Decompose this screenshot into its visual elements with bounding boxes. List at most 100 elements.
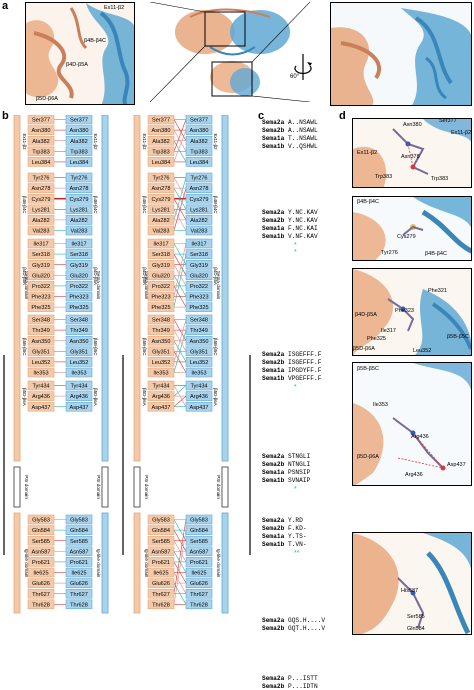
rotation-arrow-icon <box>294 54 312 80</box>
panel-d-box-4: β5B-β5C Ile353 Arg436 β5D-β6A Asp437 Arg… <box>352 362 472 486</box>
residue-box-a-1-5-6 <box>147 578 175 588</box>
d2-b4b-b4c-left: β4B-β4C <box>357 199 379 205</box>
region-label-b-1-0: Ex11-β2 <box>213 133 218 150</box>
residue-box-b-1-2-3 <box>185 270 213 281</box>
residue-label-b-1-0-3: Trp383 <box>190 149 208 155</box>
alignment-row: Sema2b ISGEFFF.F <box>262 359 321 366</box>
alignment-row: Sema2b Y.NC.KAV <box>262 217 318 224</box>
alignment-row: Sema2a Y.RD <box>262 517 303 524</box>
residue-label-a-1-2-6: Phe325 <box>151 305 170 311</box>
residue-box-a-0-0-0 <box>27 114 55 125</box>
residue-box-b-1-4-0 <box>185 380 213 391</box>
residue-box-a-1-4-1 <box>147 391 175 401</box>
residue-box-b-1-1-2 <box>185 193 213 204</box>
residue-box-a-1-2-1 <box>147 249 175 259</box>
residue-label-b-0-5-6: Glu626 <box>70 581 88 587</box>
residue-box-a-1-3-4 <box>147 357 175 367</box>
residue-label-b-1-2-1: Ser318 <box>190 252 208 258</box>
residue-label-a-1-2-2: Gly319 <box>152 263 170 269</box>
alignment-row: Sema2b GQT.H....V <box>262 625 325 632</box>
alignment-row: Sema2a P...ISTT <box>262 675 318 682</box>
residue-label-b-1-5-3: Asn587 <box>190 549 209 555</box>
region-label-a-1-0: Ex11-β2 <box>142 133 147 150</box>
alignment-row: Sema1a PSNSIP <box>262 469 311 476</box>
residue-box-b-1-1-5 <box>185 225 213 236</box>
residue-box-b-1-5-1 <box>185 525 213 535</box>
residue-box-a-1-1-2 <box>147 193 175 204</box>
protein-ribbon-left <box>26 3 134 104</box>
residue-box-b-1-3-4 <box>185 357 213 367</box>
residue-label-b-0-3-5: Ile353 <box>71 371 86 377</box>
residue-label-b-1-1-5: Val283 <box>190 229 207 235</box>
residue-box-b-1-2-5 <box>185 291 213 302</box>
residue-box-a-1-3-2 <box>147 335 175 346</box>
residue-box-b-0-0-4 <box>65 157 93 167</box>
sequence-name: Sema2a <box>262 453 285 460</box>
residue-label-a-0-5-5: Ile625 <box>33 571 48 577</box>
residue-label-b-1-5-5: Ile625 <box>191 571 206 577</box>
d4-arg436-b: Arg436 <box>405 472 423 478</box>
residue-label-a-0-5-1: Gln584 <box>32 528 50 534</box>
residue-box-a-1-1-3 <box>147 204 175 215</box>
residue-box-a-0-5-8 <box>27 599 55 610</box>
domain-label-psi-a-1: PSI domain <box>144 475 149 499</box>
residue-box-a-0-5-3 <box>27 546 55 557</box>
residue-box-b-0-0-3 <box>65 146 93 157</box>
residue-label-a-1-4-0: Tyr434 <box>152 384 169 390</box>
ig-domain-bar-b-0 <box>101 512 109 614</box>
region-label-a-1-1: β4B-β4C <box>142 196 147 214</box>
sequence-name: Sema2b <box>262 217 285 224</box>
residue-label-b-0-5-4: Pro621 <box>70 560 88 566</box>
contact-line-1-5-8-1 <box>173 530 187 605</box>
residue-label-b-1-3-5: Ile353 <box>191 371 206 377</box>
alignment-row: Sema1b T.VN- <box>262 541 307 548</box>
residue-box-a-1-2-3 <box>147 270 175 281</box>
residue-box-b-0-5-2 <box>65 535 93 546</box>
sequence-name: Sema2b <box>262 359 285 366</box>
alignment-row: Sema1a F.NC.KAI <box>262 225 318 232</box>
sequence-name: Sema2a <box>262 517 285 524</box>
residue-box-a-0-1-2 <box>27 193 55 204</box>
alignment-row: Sema2a A..NSAWL <box>262 119 318 126</box>
residue-box-a-1-5-0 <box>147 514 175 525</box>
residue-label-b-0-0-0: Ser377 <box>70 118 88 124</box>
residue-label-b-0-1-4: Ala282 <box>70 218 87 224</box>
residue-label-b-1-2-0: Ile317 <box>191 242 206 248</box>
d1-asn378: Asn378 <box>401 154 420 160</box>
sequence-text: PSNSIP <box>284 469 311 476</box>
domain-label-ig-a-1: Ig-like domain <box>144 549 149 578</box>
residue-label-b-1-0-4: Leu384 <box>190 160 209 166</box>
residue-box-b-0-0-0 <box>65 114 93 125</box>
residue-box-a-1-0-0 <box>147 114 175 125</box>
domain-label-ig-a-0: Ig-like domain <box>24 549 29 578</box>
residue-box-a-1-5-4 <box>147 557 175 567</box>
residue-label-b-0-2-4: Pro322 <box>70 284 88 290</box>
residue-label-a-0-5-8: Thr628 <box>32 602 50 608</box>
region-label-a-1-2: β4D-β5A <box>142 267 147 285</box>
residue-box-a-0-1-1 <box>27 183 55 193</box>
detail-structure-2 <box>353 197 471 260</box>
residue-box-a-1-2-4 <box>147 281 175 291</box>
residue-label-b-0-2-3: Glu320 <box>70 273 88 279</box>
sequence-text: IPGDYFF.F <box>284 367 322 374</box>
residue-label-b-1-1-3: Lys281 <box>190 207 208 213</box>
residue-label-b-1-1-4: Ala282 <box>190 218 207 224</box>
region-label-b-0-1: β4B-β4C <box>93 196 98 214</box>
residue-label-b-0-5-5: Ile625 <box>71 571 86 577</box>
residue-label-a-1-5-3: Asn587 <box>152 549 171 555</box>
residue-label-b-0-3-1: Thr349 <box>70 328 88 334</box>
residue-box-b-1-5-4 <box>185 557 213 567</box>
sequence-name: Sema2a <box>262 675 285 682</box>
residue-label-b-1-5-1: Gln584 <box>190 528 208 534</box>
residue-box-a-0-1-5 <box>27 225 55 236</box>
residue-box-b-1-0-4 <box>185 157 213 167</box>
residue-label-a-0-5-2: Ser585 <box>32 539 50 545</box>
d3-b5d-b6a: β5D-β6A <box>353 346 375 352</box>
residue-box-b-1-5-6 <box>185 578 213 588</box>
sequence-text: T.VN- <box>284 541 307 548</box>
residue-label-b-0-0-4: Leu384 <box>70 160 89 166</box>
panel-d-box-2: β4B-β4C Cys279 Tyr276 β4B-β4C <box>352 196 472 261</box>
residue-box-a-1-2-0 <box>147 238 175 249</box>
